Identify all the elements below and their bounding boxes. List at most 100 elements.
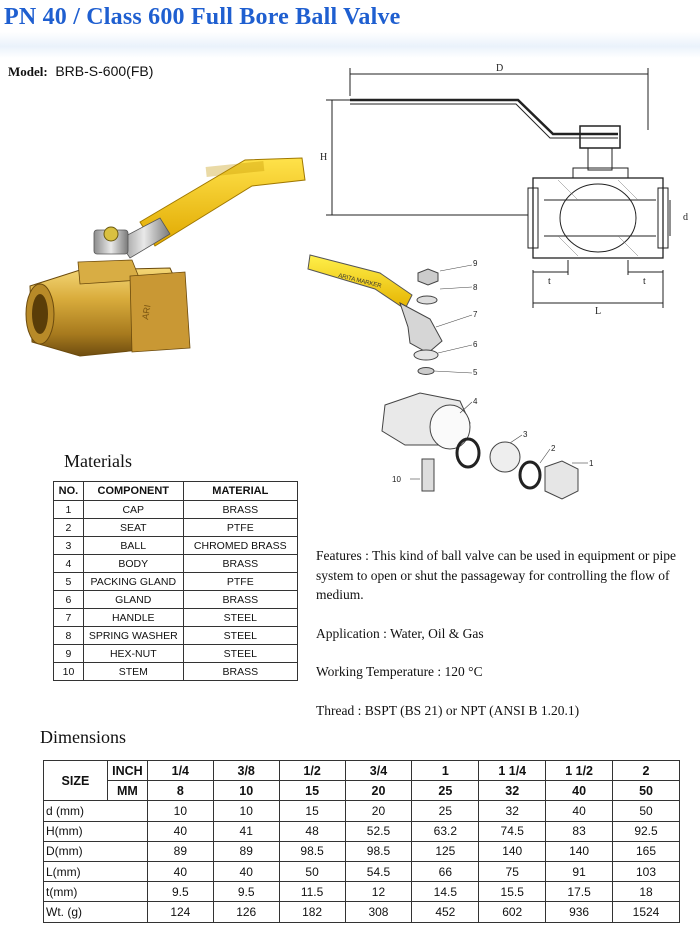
material-name: BRASS bbox=[182, 500, 299, 519]
materials-col-material: MATERIAL bbox=[182, 481, 299, 501]
material-no: 9 bbox=[53, 644, 84, 663]
dim-t-left-label: t bbox=[548, 276, 551, 287]
dimension-value-cell: 126 bbox=[212, 901, 280, 923]
dimension-value-cell: 182 bbox=[278, 901, 346, 923]
material-name: BRASS bbox=[182, 554, 299, 573]
materials-col-component: COMPONENT bbox=[82, 481, 184, 501]
dim-t-right-label: t bbox=[643, 276, 646, 287]
material-component: BALL bbox=[82, 536, 184, 555]
dimension-value-cell: 89 bbox=[212, 840, 280, 862]
material-component: PACKING GLAND bbox=[82, 572, 184, 591]
dimension-value-cell: 17.5 bbox=[545, 881, 614, 903]
title-bar bbox=[0, 0, 700, 58]
dimension-value-cell: 140 bbox=[478, 840, 547, 862]
dimension-value-cell: 10 bbox=[212, 800, 280, 822]
page-title: PN 40 / Class 600 Full Bore Ball Valve bbox=[4, 4, 401, 30]
dimensions-heading: Dimensions bbox=[40, 727, 127, 747]
size-mm-cell: 40 bbox=[545, 780, 614, 802]
dimension-value-cell: 124 bbox=[146, 901, 214, 923]
dimension-value-cell: 12 bbox=[344, 881, 413, 903]
part-number-2: 2 bbox=[551, 444, 556, 453]
dimension-value-cell: 308 bbox=[344, 901, 413, 923]
model-line: Model: BRB-S-600(FB) bbox=[8, 63, 153, 80]
material-component: STEM bbox=[82, 662, 184, 681]
size-inch-cell: 1 1/4 bbox=[478, 759, 547, 782]
size-mm-cell: 50 bbox=[612, 780, 680, 802]
dimension-value-cell: 54.5 bbox=[344, 860, 413, 883]
dimension-value-cell: 32 bbox=[478, 800, 547, 822]
temperature-text: Working Temperature : 120 °C bbox=[316, 664, 483, 679]
size-mm-cell: 10 bbox=[212, 780, 280, 802]
material-no: 7 bbox=[53, 608, 84, 627]
dimension-value-cell: 91 bbox=[545, 860, 614, 883]
size-inch-cell: 3/8 bbox=[212, 759, 280, 782]
part-number-7: 7 bbox=[473, 310, 478, 319]
dimension-value-cell: 103 bbox=[612, 860, 680, 883]
inch-label: INCH bbox=[106, 759, 148, 782]
materials-col-no: NO. bbox=[53, 481, 84, 501]
dimension-row-label: Wt. (g) bbox=[43, 901, 148, 923]
part-number-9: 9 bbox=[473, 259, 478, 268]
size-mm-cell: 25 bbox=[411, 780, 480, 802]
dimension-value-cell: 140 bbox=[545, 840, 614, 862]
dimension-value-cell: 1524 bbox=[612, 901, 680, 923]
part-number-10: 10 bbox=[392, 475, 401, 484]
size-mm-cell: 20 bbox=[344, 780, 413, 802]
material-name: BRASS bbox=[182, 662, 299, 681]
dimension-value-cell: 9.5 bbox=[212, 881, 280, 903]
material-no: 3 bbox=[53, 536, 84, 555]
size-inch-cell: 1/4 bbox=[146, 759, 214, 782]
material-component: SEAT bbox=[82, 518, 184, 537]
part-number-3: 3 bbox=[523, 430, 528, 439]
dimension-row-label: D(mm) bbox=[43, 840, 148, 862]
material-no: 10 bbox=[53, 662, 84, 681]
material-no: 8 bbox=[53, 626, 84, 645]
material-no: 6 bbox=[53, 590, 84, 609]
dimension-value-cell: 50 bbox=[278, 860, 346, 883]
dimension-value-cell: 40 bbox=[212, 860, 280, 883]
dimension-value-cell: 40 bbox=[146, 860, 214, 883]
dimension-value-cell: 50 bbox=[612, 800, 680, 822]
material-name: STEEL bbox=[182, 626, 299, 645]
dimension-value-cell: 165 bbox=[612, 840, 680, 862]
thread-text: Thread : BSPT (BS 21) or NPT (ANSI B 1.2… bbox=[316, 703, 580, 718]
dimension-value-cell: 936 bbox=[545, 901, 614, 923]
material-name: BRASS bbox=[182, 590, 299, 609]
dimension-value-cell: 74.5 bbox=[478, 820, 547, 842]
dimension-value-cell: 25 bbox=[411, 800, 480, 822]
size-inch-cell: 1/2 bbox=[278, 759, 346, 782]
materials-header-row: NO. COMPONENT MATERIAL bbox=[53, 481, 299, 501]
dim-H-label: H bbox=[320, 152, 327, 163]
dimension-value-cell: 9.5 bbox=[146, 881, 214, 903]
material-component: HEX-NUT bbox=[82, 644, 184, 663]
part-number-1: 1 bbox=[589, 459, 594, 468]
size-inch-cell: 2 bbox=[612, 759, 680, 782]
material-name: STEEL bbox=[182, 644, 299, 663]
svg-text:ARI: ARI bbox=[140, 304, 152, 321]
dimension-value-cell: 98.5 bbox=[344, 840, 413, 862]
size-inch-cell: 3/4 bbox=[344, 759, 413, 782]
model-label: Model: bbox=[8, 64, 48, 79]
dimension-value-cell: 602 bbox=[478, 901, 547, 923]
dim-L-label: L bbox=[595, 306, 601, 315]
dimension-value-cell: 83 bbox=[545, 820, 614, 842]
material-no: 4 bbox=[53, 554, 84, 573]
dimension-value-cell: 98.5 bbox=[278, 840, 346, 862]
dim-d-label: d bbox=[683, 212, 688, 223]
